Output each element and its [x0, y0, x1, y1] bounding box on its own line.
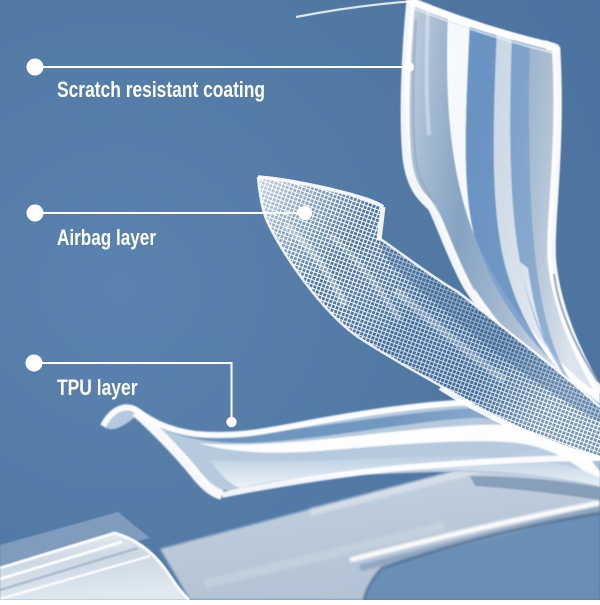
- svg-text:Airbag layer: Airbag layer: [57, 225, 156, 250]
- svg-text:TPU layer: TPU layer: [57, 375, 138, 400]
- svg-text:Scratch resistant coating: Scratch resistant coating: [57, 77, 265, 102]
